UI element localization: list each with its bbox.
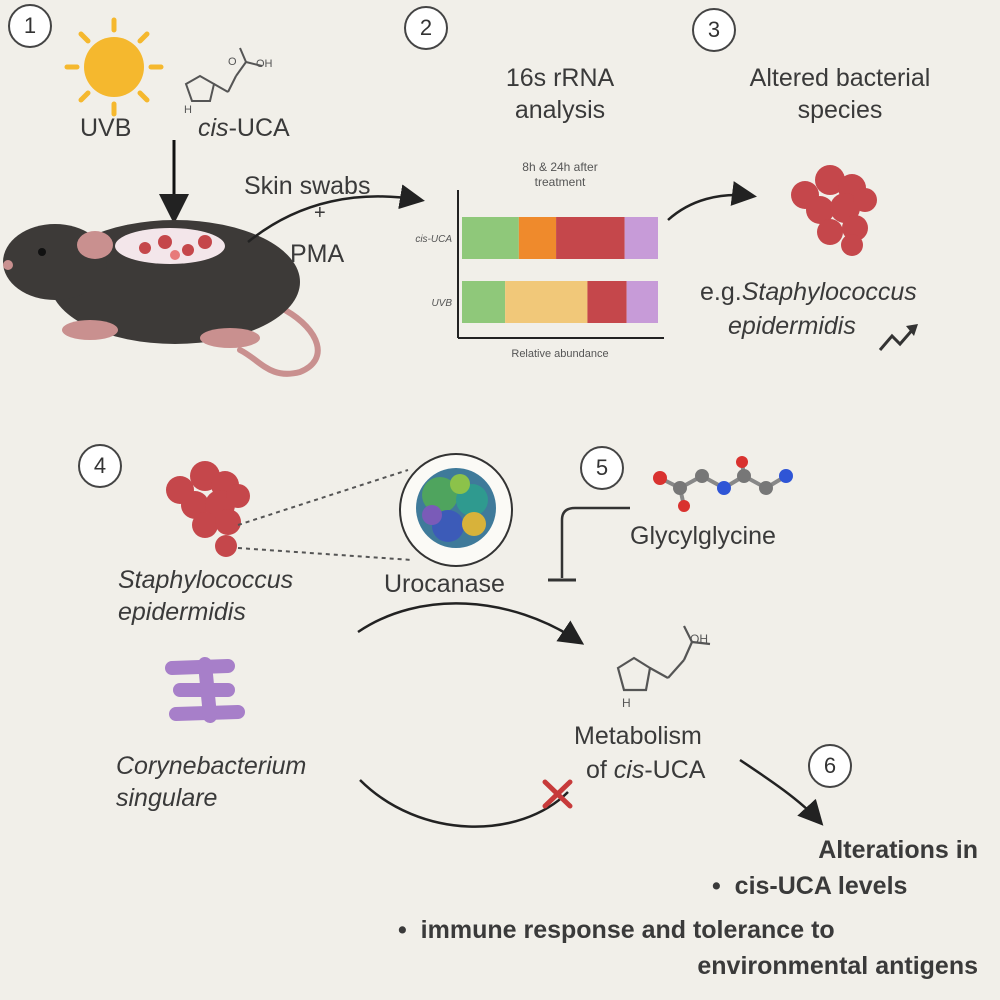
metabolism-arrow: [357, 602, 585, 645]
bar-category-label: cis-UCA: [415, 234, 452, 245]
example-species-line1: e.g.Staphylococcus: [700, 278, 917, 307]
cis-prefix: cis: [198, 114, 229, 142]
eg-prefix: e.g.: [700, 278, 742, 306]
outcome-bullet-2: • immune response and tolerance to: [398, 916, 835, 945]
uca-suffix: -UCA: [228, 114, 290, 142]
urocanase-protein-icon: [399, 453, 513, 567]
chart-subtitle-line2: treatment: [534, 175, 586, 189]
blocked-metabolism-arrow: [359, 779, 569, 828]
glycylglycine-structure-icon: [653, 456, 793, 512]
bar-segment-0-3: [556, 217, 625, 259]
step-2-badge: 2: [404, 6, 448, 50]
example-species-line2: epidermidis: [728, 312, 856, 340]
dotted-connector: [237, 469, 409, 526]
metabolism-label-line2: of cis-UCA: [586, 756, 705, 785]
bullet: •: [398, 916, 407, 944]
bar-category-label: UVB: [431, 298, 452, 309]
dotted-connector: [237, 547, 413, 561]
glycylglycine-label: Glycylglycine: [630, 522, 776, 550]
increase-trend-icon: [878, 324, 918, 351]
rrna-title-line2: analysis: [514, 96, 606, 124]
outcome-arrow: [739, 758, 824, 826]
bar-segment-1-4: [626, 281, 658, 323]
chart-subtitle-line1: 8h & 24h after: [522, 160, 598, 174]
metabolism-of: of: [586, 756, 614, 784]
bar-segment-0-0: [462, 217, 519, 259]
molecule-oh-label: OH: [256, 58, 273, 70]
step-1-badge: 1: [8, 4, 52, 48]
outcome-bullet-2-line2: environmental antigens: [697, 952, 978, 980]
altered-species-title-line2: species: [797, 96, 883, 124]
rrna-title-line1: 16s rRNA: [505, 64, 615, 92]
outcome-bullet-1: • cis-UCA levels: [712, 872, 907, 901]
abundance-chart: cis-UCA UVB: [415, 190, 664, 339]
mouse-icon: [3, 220, 321, 377]
result-arrow: [667, 181, 757, 221]
step-6-badge: 6: [808, 744, 852, 788]
metabolism-label-line1: Metabolism: [574, 722, 702, 750]
molecule-h-label-center: H: [622, 696, 631, 710]
corynebacterium-icon: [165, 657, 245, 723]
staphylococcus-cluster-icon: [791, 165, 877, 256]
cis-uca-structure-icon: [184, 47, 263, 102]
bar-segment-0-1: [518, 217, 557, 259]
urocanase-label: Urocanase: [384, 570, 505, 598]
pma-label: PMA: [290, 240, 345, 268]
staph-label-line2: epidermidis: [118, 598, 246, 626]
bullet-1-text: cis-UCA levels: [734, 872, 908, 900]
cis-uca-label: cis-UCA: [198, 114, 290, 143]
molecule-h-label: H: [184, 104, 192, 116]
bullet-2-text: immune response and tolerance to: [420, 916, 835, 944]
bullet: •: [712, 872, 721, 900]
molecule-oh-label-center: OH: [690, 632, 708, 646]
chart-x-label: Relative abundance: [511, 348, 609, 360]
sampling-arrow: [247, 184, 425, 243]
species-genus: Staphylococcus: [741, 278, 917, 306]
cis-uca-structure-icon: [616, 625, 711, 692]
skin-swabs-label: Skin swabs: [244, 172, 371, 200]
altered-species-title-line1: Altered bacterial: [749, 64, 931, 92]
molecule-o-label: O: [228, 56, 237, 68]
staphylococcus-cluster-icon: [166, 461, 250, 557]
step-4-badge: 4: [78, 444, 122, 488]
metabolism-uca: -UCA: [644, 756, 706, 784]
metabolism-cis: cis: [613, 756, 645, 784]
inhibition-connector: [560, 506, 630, 578]
bar-segment-1-0: [462, 281, 506, 323]
bar-segment-1-2: [505, 281, 588, 323]
sun-icon: [64, 17, 164, 117]
cross-icon: [542, 779, 573, 809]
coryne-label-line2: singulare: [116, 784, 218, 812]
bar-segment-1-3: [587, 281, 627, 323]
bar-segment-0-4: [624, 217, 658, 259]
alterations-heading: Alterations in: [818, 836, 978, 864]
step-5-badge: 5: [580, 446, 624, 490]
coryne-label-line1: Corynebacterium: [116, 752, 307, 780]
uvb-label: UVB: [80, 114, 132, 142]
staph-label-line1: Staphylococcus: [118, 566, 294, 594]
step-3-badge: 3: [692, 8, 736, 52]
plus-sign: +: [314, 202, 326, 224]
